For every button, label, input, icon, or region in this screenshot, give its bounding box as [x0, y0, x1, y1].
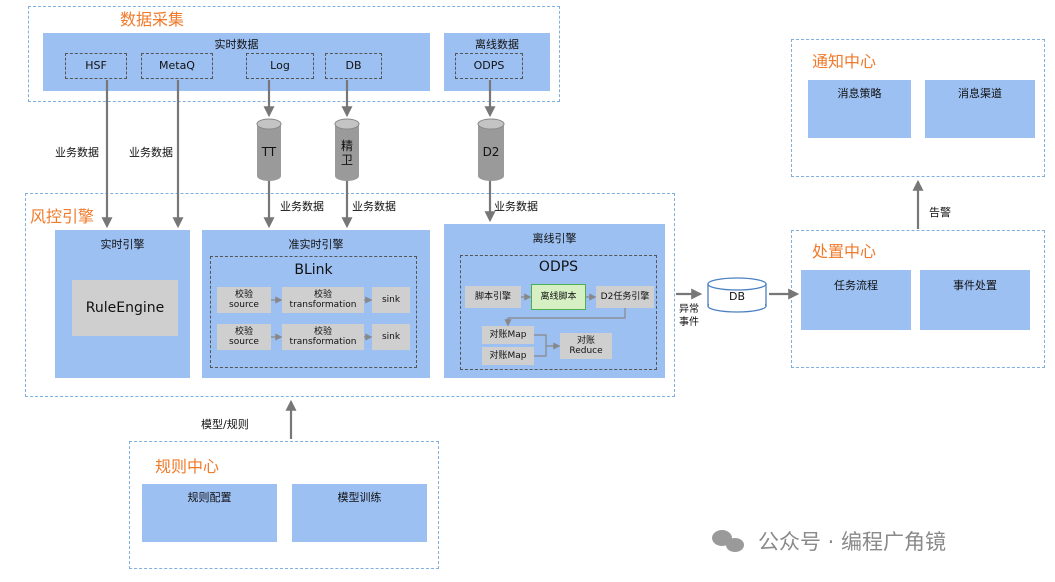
task-flow-label: 任务流程 — [834, 279, 878, 292]
source-odps: ODPS — [455, 53, 523, 79]
source-hsf: HSF — [65, 53, 127, 79]
source-log: Log — [246, 53, 314, 79]
cylinder-jingwei — [334, 118, 360, 181]
edge-label-biz-data-3: 业务数据 — [280, 200, 324, 213]
edge-label-biz-data-5: 业务数据 — [494, 200, 538, 213]
realtime-engine-title: 实时引擎 — [100, 238, 145, 251]
reconcile-reduce: 对账 Reduce — [560, 333, 612, 359]
edge-label-biz-data-4: 业务数据 — [352, 200, 396, 213]
reconcile-map-1: 对账Map — [482, 326, 534, 344]
cylinder-db — [707, 277, 767, 313]
source-metaq: MetaQ — [141, 53, 213, 79]
rule-config-box — [142, 484, 277, 542]
cylinder-tt-label: TT — [261, 145, 277, 160]
blink-r1-sink: sink — [372, 287, 410, 313]
cylinder-d2 — [477, 118, 505, 181]
message-policy-box — [808, 80, 911, 138]
script-engine-box: 脚本引擎 — [465, 286, 521, 308]
model-training-box — [292, 484, 427, 542]
notify-center-title: 通知中心 — [812, 52, 877, 71]
odps-box — [460, 255, 657, 370]
reconcile-map-2: 对账Map — [482, 347, 534, 365]
cylinder-db-label: DB — [728, 289, 746, 303]
dispose-center-title: 处置中心 — [812, 242, 877, 261]
blink-r2-source: 校验 source — [217, 324, 271, 350]
realtime-data-label: 实时数据 — [214, 38, 259, 51]
edge-label-exception-event: 异常事件 — [679, 304, 699, 328]
offline-script-box: 离线脚本 — [531, 284, 586, 310]
offline-data-box — [444, 33, 550, 91]
edge-label-biz-data-2: 业务数据 — [129, 146, 173, 159]
edge-label-biz-data-1: 业务数据 — [55, 146, 99, 159]
edge-label-model-rule: 模型/规则 — [201, 418, 249, 431]
rule-config-label: 规则配置 — [187, 491, 232, 504]
message-policy-label: 消息策略 — [837, 87, 882, 100]
event-handling-label: 事件处置 — [953, 279, 997, 292]
task-flow-box — [801, 270, 911, 330]
odps-label: ODPS — [538, 259, 579, 275]
blink-r2-transform: 校验 transformation — [282, 324, 364, 350]
rule-center-title: 规则中心 — [155, 457, 220, 476]
data-collection-title: 数据采集 — [120, 10, 185, 29]
offline-engine-title: 离线引擎 — [532, 232, 577, 245]
source-db: DB — [325, 53, 382, 79]
blink-r1-source: 校验 source — [217, 287, 271, 313]
cylinder-jingwei-label: 精卫 — [340, 139, 353, 167]
offline-data-label: 离线数据 — [475, 38, 519, 51]
cylinder-d2-label: D2 — [482, 145, 500, 160]
blink-r2-sink: sink — [372, 324, 410, 350]
blink-box — [210, 256, 417, 368]
blink-label: BLink — [294, 262, 333, 278]
rule-engine-box: RuleEngine — [72, 280, 178, 336]
model-training-label: 模型训练 — [337, 491, 382, 504]
message-channel-box — [925, 80, 1035, 138]
near-realtime-engine-title: 准实时引擎 — [288, 238, 344, 251]
blink-r1-transform: 校验 transformation — [282, 287, 364, 313]
rule-center-section — [129, 441, 439, 569]
wechat-icon — [712, 530, 744, 552]
data-collection-section — [28, 6, 560, 102]
d2-task-engine-box: D2任务引擎 — [596, 286, 654, 308]
event-handling-box — [920, 270, 1030, 330]
risk-engine-title: 风控引擎 — [30, 207, 95, 226]
notify-center-section — [791, 39, 1045, 177]
edge-label-alarm: 告警 — [929, 206, 951, 219]
cylinder-tt — [256, 118, 282, 181]
watermark-text: 公众号 · 编程广角镜 — [758, 530, 947, 554]
risk-engine-section — [25, 193, 675, 397]
message-channel-label: 消息渠道 — [958, 87, 1002, 100]
